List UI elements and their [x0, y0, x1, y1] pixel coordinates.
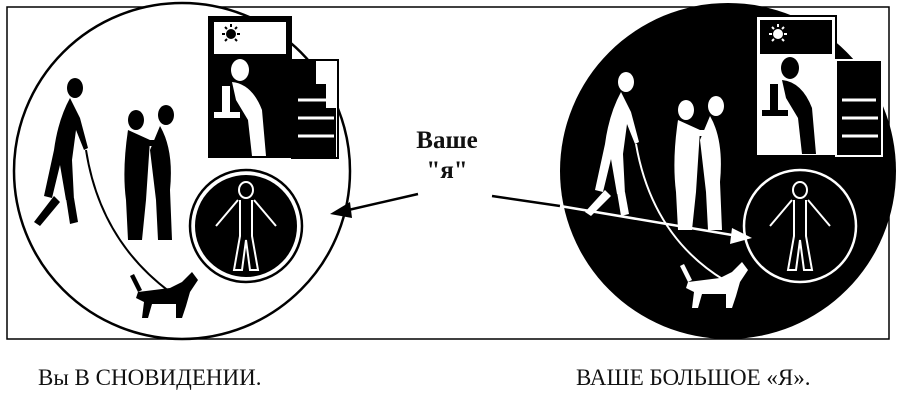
caption-dream: Вы В СНОВИДЕНИИ.: [38, 365, 262, 390]
right-window-scene: [755, 15, 883, 157]
standing-figure-icon: [769, 181, 831, 271]
arrow-icon: [330, 192, 419, 218]
standing-figure-icon: [215, 181, 277, 271]
walking-person-icon: [585, 72, 639, 216]
light-bulb-icon: [769, 24, 787, 42]
light-bulb-icon: [222, 24, 240, 42]
self-label-line1: Ваше: [416, 127, 478, 154]
right-self-panel: [560, 3, 896, 339]
left-self-circle: [188, 168, 304, 284]
dog-icon: [680, 262, 748, 308]
caption-big-self: ВАШЕ БОЛЬШОЕ «Я».: [576, 365, 811, 390]
left-window-scene: [208, 16, 339, 159]
person-at-microscope-icon: [762, 57, 816, 154]
self-label-line2: "я": [426, 157, 468, 184]
dream-path-line: [85, 149, 171, 293]
dog-icon: [130, 272, 198, 318]
left-dream-panel: [12, 1, 352, 341]
right-self-circle: [742, 168, 858, 284]
staircase: [291, 59, 339, 159]
staircase: [835, 59, 883, 157]
walking-person-icon: [34, 78, 88, 226]
embracing-couple-icon: [124, 105, 174, 240]
arrow-icon: [491, 194, 752, 244]
embracing-couple-icon: [674, 96, 724, 230]
person-at-microscope-icon: [214, 59, 266, 156]
